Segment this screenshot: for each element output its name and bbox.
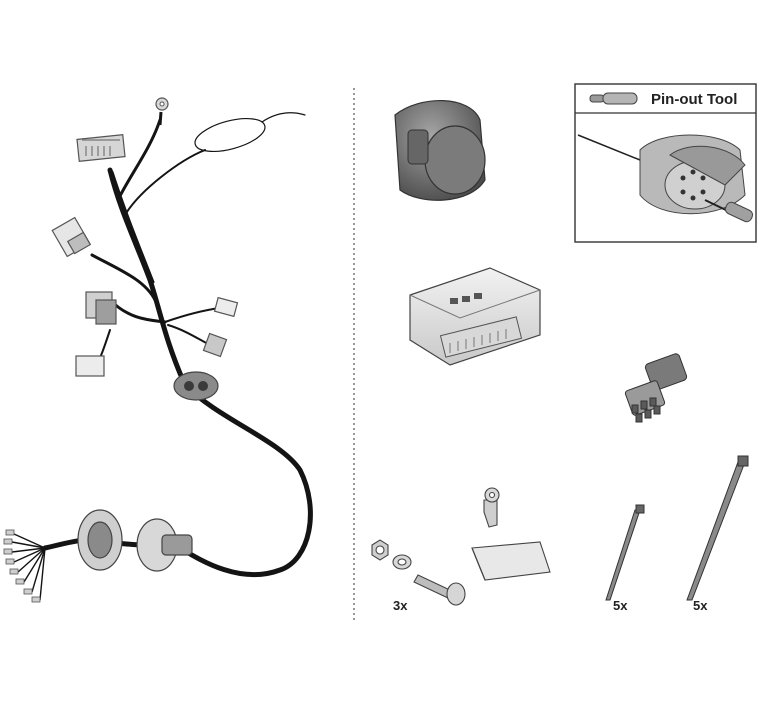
wiring-harness xyxy=(42,112,313,578)
ring-terminal xyxy=(155,97,169,126)
7-pin-socket xyxy=(394,99,486,201)
harness-grommet xyxy=(173,371,219,401)
wire-connector-block xyxy=(624,353,688,423)
cable-tie-large xyxy=(686,455,749,601)
cable-plate-grommet xyxy=(77,509,193,572)
cable-tie-small xyxy=(605,504,645,601)
bolt-quantity-label: 3x xyxy=(393,598,408,613)
electronic-module xyxy=(409,267,541,366)
adhesive-pad xyxy=(471,541,551,581)
bolt-nut-washer xyxy=(371,539,466,606)
pinout-tool-icon xyxy=(589,92,638,105)
loose-wire-ends xyxy=(3,529,46,603)
pinout-tool-box xyxy=(574,83,757,243)
small-tie-quantity-label: 5x xyxy=(613,598,628,613)
ring-terminal-loose xyxy=(483,487,500,528)
harness-connectors xyxy=(51,133,239,377)
large-tie-quantity-label: 5x xyxy=(693,598,708,613)
pinout-tool-title: Pin-out Tool xyxy=(651,91,737,108)
